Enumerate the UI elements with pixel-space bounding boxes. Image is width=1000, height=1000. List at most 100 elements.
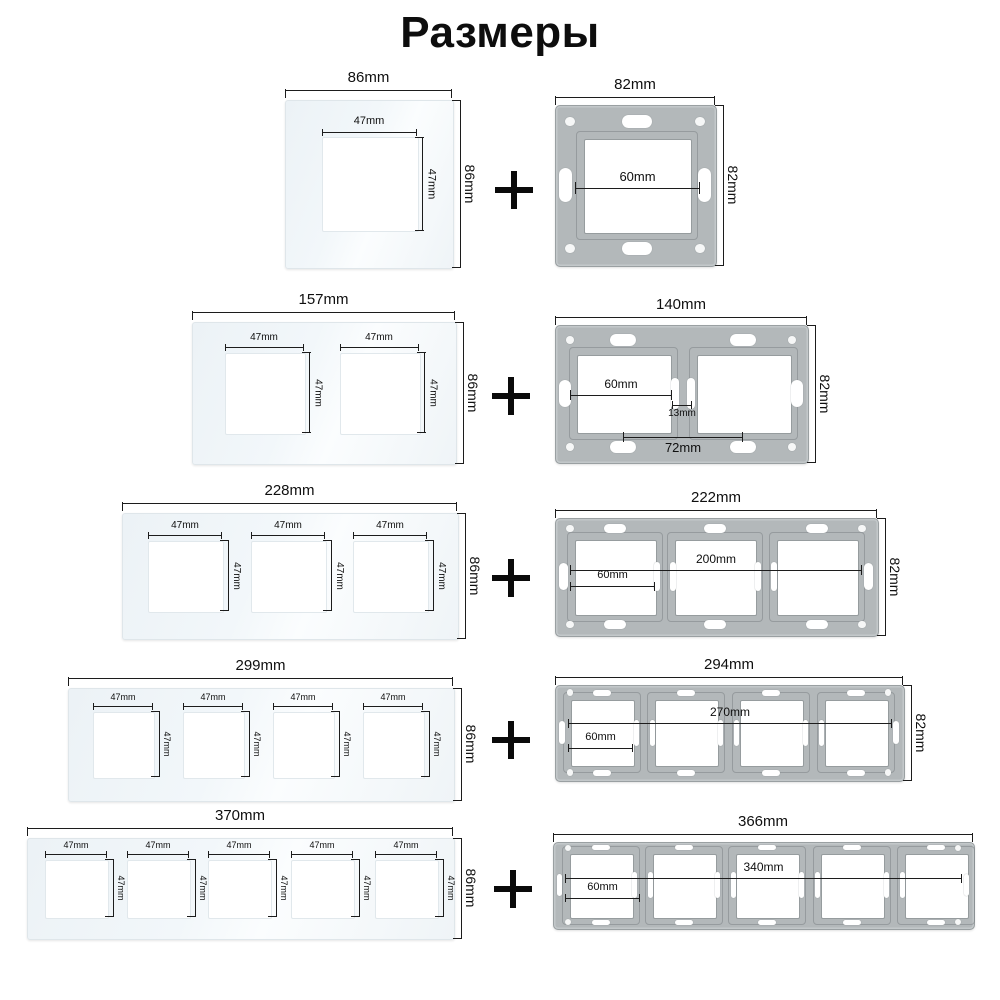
frame-window <box>584 138 692 234</box>
hole-width-dim-tick <box>417 344 419 351</box>
frame-inner-dim-tick <box>575 182 576 194</box>
frame-inner-dim-tick <box>861 565 862 575</box>
mounting-slot-top <box>677 689 695 696</box>
hole-height-dim-tick <box>268 859 277 860</box>
mounting-slot-bottom <box>762 769 780 776</box>
corner-hole <box>788 443 796 451</box>
panel-height-dim-1-gang-label: 86mm <box>462 164 478 203</box>
hole-width-dim-tick <box>291 851 292 858</box>
frame-inner-dim-label: 340mm <box>743 860 784 874</box>
frame-inner-dim-tick <box>891 718 892 728</box>
frame-inner-dim-line <box>568 747 633 749</box>
mounting-slot-bottom <box>603 619 627 629</box>
frame-inner-dim-label: 60mm <box>587 881 618 893</box>
hole-width-dim-tick <box>188 851 189 858</box>
frame-inner-dim-label: 200mm <box>695 552 737 566</box>
panel-hole <box>273 711 335 779</box>
frame-inner-dim-tick <box>654 581 655 591</box>
panel-height-dim-5-gang-label: 86mm <box>463 868 479 908</box>
mounting-slot-top <box>927 845 945 851</box>
hole-width-dim-tick <box>321 128 323 136</box>
panel-hole <box>45 859 109 919</box>
panel-hole <box>127 859 191 919</box>
hole-height-dim-tick <box>425 610 434 611</box>
hole-width-dim-tick <box>221 532 222 539</box>
frame-width-dim-2-gang-label: 140mm <box>655 296 707 313</box>
hole-height-dim-tick <box>268 916 277 917</box>
frame-width-dim-1-gang-tick <box>555 96 556 105</box>
hole-width-dim-line <box>127 854 189 855</box>
frame-inner-dim-line <box>575 187 700 189</box>
frame-window <box>736 853 800 919</box>
panel-width-dim-2-gang-line <box>192 311 455 313</box>
hole-width-dim-tick <box>45 851 46 858</box>
panel-height-dim-3-gang-label: 86mm <box>467 556 483 595</box>
corner-hole <box>565 117 575 127</box>
hole-height-dim-line <box>338 711 340 777</box>
frame-window <box>696 355 792 434</box>
corner-hole <box>858 525 866 533</box>
hole-width-dim-tick <box>269 851 270 858</box>
corner-hole <box>695 243 705 253</box>
mounting-slot-top <box>843 845 861 851</box>
mounting-slot-left <box>557 873 562 897</box>
panel-height-dim-2-gang-tick <box>455 321 464 323</box>
panel-width-dim-2-gang-tick <box>192 311 193 320</box>
hole-width-dim-tick <box>224 344 226 351</box>
frame-inner-dim-line <box>568 722 892 724</box>
hole-width-dim-tick <box>426 532 427 539</box>
frame-height-dim-4-gang-tick <box>903 779 912 781</box>
gap-slot <box>770 561 777 592</box>
corner-hole <box>566 443 574 451</box>
mounting-slot-top <box>847 689 865 696</box>
frame-height-dim-2-gang-line <box>814 325 816 462</box>
corner-hole <box>954 844 962 851</box>
hole-height-dim-line <box>227 540 229 611</box>
hole-height-dim-label: 47mm <box>312 378 324 407</box>
hole-width-dim-line <box>363 706 423 707</box>
frame-window <box>675 539 757 616</box>
hole-height-dim-line <box>442 859 444 917</box>
panel-hole <box>339 352 421 435</box>
mounting-slot-left <box>559 168 572 202</box>
panel-height-dim-4-gang-tick <box>453 799 462 801</box>
hole-height-dim-line <box>194 859 196 917</box>
hole-width-dim-label: 47mm <box>365 331 393 343</box>
frame-window <box>653 853 717 919</box>
frame-inner-dim-label: 60mm <box>585 731 616 743</box>
gap-slot <box>633 719 639 746</box>
hole-height-dim-tick <box>220 540 229 541</box>
plus-sign <box>494 870 532 908</box>
panel-hole <box>208 859 272 919</box>
panel-hole <box>183 711 245 779</box>
hole-width-dim-tick <box>363 703 364 710</box>
hole-height-dim-line <box>358 859 360 917</box>
hole-width-dim-tick <box>106 851 107 858</box>
frame-window <box>821 853 885 919</box>
mounting-slot-top <box>805 524 829 534</box>
frame-width-dim-5-gang-label: 366mm <box>737 813 789 830</box>
frame-height-dim-1-gang-line <box>722 105 724 265</box>
mounting-slot-bottom <box>847 769 865 776</box>
panel-width-dim-4-gang-tick <box>68 677 69 686</box>
hole-height-dim-tick <box>301 352 311 353</box>
frame-inner-dim-line <box>565 897 640 899</box>
hole-height-dim-tick <box>421 776 430 777</box>
panel-width-dim-2-gang-label: 157mm <box>298 291 349 308</box>
panel-hole <box>353 540 429 613</box>
mounting-slot-bottom <box>758 919 776 925</box>
mounting-slot-bottom <box>703 619 727 629</box>
hole-height-dim-tick <box>425 540 434 541</box>
mounting-slot-bottom <box>927 919 945 925</box>
gap-slot <box>799 872 804 898</box>
gap-slot <box>670 378 680 409</box>
hole-height-dim-label: 47mm <box>162 731 172 757</box>
frame-width-dim-1-gang-tick <box>714 96 715 105</box>
hole-width-dim-tick <box>353 532 354 539</box>
panel-hole <box>375 859 439 919</box>
mounting-slot-top <box>592 845 610 851</box>
panel-width-dim-4-gang-label: 299mm <box>235 657 286 674</box>
hole-height-dim-tick <box>435 916 444 917</box>
hole-width-dim-label: 47mm <box>226 839 252 850</box>
